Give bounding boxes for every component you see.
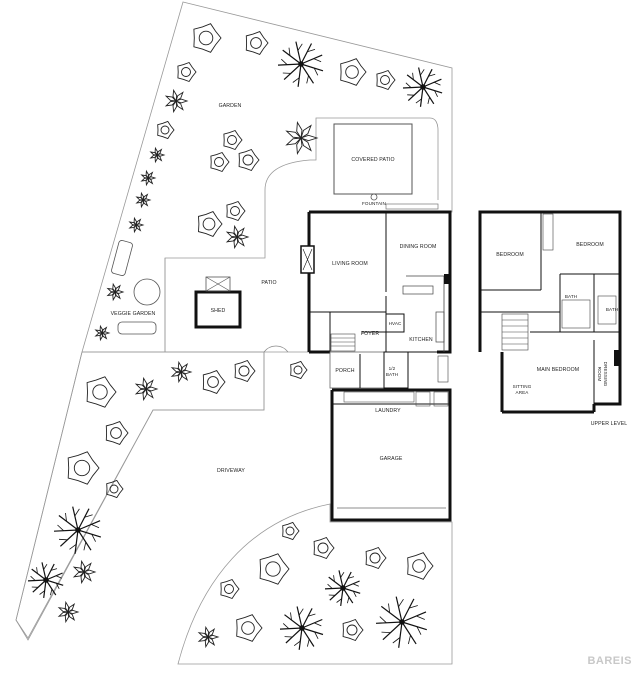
shrub-icon (210, 151, 230, 173)
dressing-room-label-2: ROOM (597, 367, 602, 382)
shrub-icon (365, 546, 387, 570)
fern-icon (225, 224, 250, 250)
garage-label: GARAGE (380, 456, 403, 462)
patio-label: PATIO (261, 280, 276, 286)
tree-icon (27, 562, 64, 598)
shrub-icon (202, 370, 226, 394)
bath-1-label: BATH (565, 294, 577, 299)
shrub-icon (245, 31, 269, 55)
main-house: LIVING ROOM DINING ROOM PATIO FOYER HVAC… (261, 210, 452, 354)
shrub-icon (340, 58, 367, 86)
dressing-room-label-1: DRESSING (603, 362, 608, 387)
kitchen-label: KITCHEN (409, 337, 433, 343)
shrub-icon (198, 211, 223, 237)
fern-icon (164, 88, 189, 114)
shed: SHED (194, 276, 242, 329)
tree-icon (53, 506, 102, 554)
landscaping (27, 23, 443, 650)
bedroom-2-label: BEDROOM (576, 242, 604, 248)
sitting-area-label-1: SITTING (513, 384, 532, 389)
shrub-icon (376, 69, 396, 91)
fern-icon (134, 376, 159, 402)
fern-icon (197, 625, 220, 649)
laundry-label: LAUNDRY (375, 408, 401, 414)
fern-icon (149, 146, 166, 164)
living-room-label: LIVING ROOM (332, 261, 368, 267)
shrub-icon (223, 129, 243, 151)
tree-icon (402, 67, 443, 107)
bath-2-label: BATH (606, 307, 618, 312)
shrub-icon (290, 360, 308, 380)
main-bedroom-label: MAIN BEDROOM (537, 367, 579, 373)
garage: LAUNDRY GARAGE (330, 388, 452, 522)
shrub-icon (86, 376, 117, 408)
shrub-icon (106, 479, 124, 499)
fern-icon (94, 324, 111, 342)
shrub-icon (157, 120, 175, 140)
garden-label: GARDEN (219, 103, 242, 109)
watermark-logo: BAREIS (587, 655, 632, 667)
covered-patio-label: COVERED PATIO (351, 157, 394, 163)
shrub-icon (236, 614, 263, 642)
stairs (330, 333, 356, 352)
shrub-icon (177, 61, 197, 83)
veggie-garden: VEGGIE GARDEN (111, 240, 161, 335)
fern-icon (135, 191, 152, 209)
foyer-label: FOYER (361, 331, 380, 337)
tree-icon (324, 570, 361, 606)
shed-label: SHED (211, 308, 226, 314)
bedroom-1-label: BEDROOM (496, 252, 524, 258)
shrub-icon (220, 578, 240, 600)
sitting-area-label-2: AREA (516, 390, 530, 395)
tree-icon (375, 596, 427, 648)
shrub-icon (342, 618, 364, 642)
fern-icon (285, 120, 319, 156)
veggie-garden-label: VEGGIE GARDEN (111, 311, 156, 317)
shrub-icon (282, 521, 300, 541)
shrub-icon (313, 536, 335, 560)
porch-area: PORCH 1/2 BATH (329, 351, 449, 389)
fountain-icon (370, 193, 378, 201)
shrub-icon (238, 148, 260, 172)
fern-icon (128, 216, 145, 234)
upper-level-label: UPPER LEVEL (591, 421, 628, 427)
shrub-icon (226, 200, 246, 222)
fern-icon (72, 559, 97, 585)
upper-level: BEDROOM BEDROOM BATH BATH MAIN BEDROOM S… (478, 210, 628, 427)
hvac-label: HVAC (389, 321, 402, 326)
shrub-icon (407, 552, 434, 580)
half-bath-label-2: BATH (386, 372, 398, 377)
fern-icon (170, 360, 193, 384)
shrub-icon (105, 421, 129, 445)
fern-icon (106, 282, 125, 302)
fern-icon (57, 600, 80, 624)
shrub-icon (259, 553, 290, 585)
porch-label: PORCH (335, 368, 354, 374)
fern-icon (140, 169, 157, 187)
tree-icon (277, 41, 324, 87)
tree-icon (279, 606, 324, 650)
driveway-label: DRIVEWAY (217, 468, 245, 474)
shrub-icon (193, 23, 222, 53)
shrub-icon (67, 451, 100, 485)
half-bath-label-1: 1/2 (389, 366, 396, 371)
covered-patio: COVERED PATIO FOUNTAIN (333, 123, 439, 210)
fountain-label: FOUNTAIN (362, 201, 386, 206)
shrub-icon (234, 359, 256, 383)
upper-stairs (501, 313, 529, 351)
dining-room-label: DINING ROOM (400, 244, 437, 250)
